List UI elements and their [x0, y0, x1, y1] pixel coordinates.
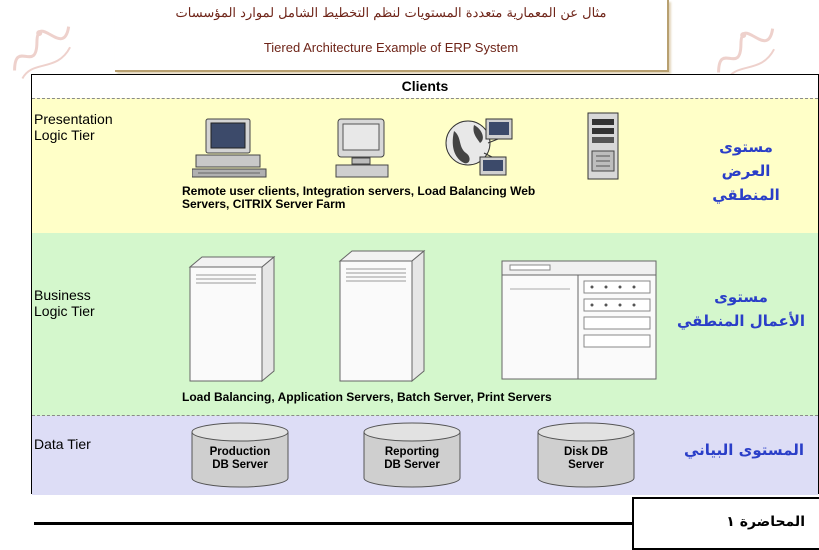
architecture-diagram: Clients Presentation Logic Tier [31, 74, 819, 495]
disk-db-label: Disk DB Server [536, 446, 636, 472]
database-cylinder-icon [191, 422, 289, 488]
data-tier: Data Tier Production DB Server Reporting… [32, 416, 818, 495]
business-tier-label: Business Logic Tier [34, 287, 95, 319]
production-db-label: Production DB Server [190, 446, 290, 472]
reporting-db-line2: DB Server [384, 459, 440, 471]
clients-header: Clients [32, 75, 818, 98]
disk-db-line2: Server [568, 459, 604, 471]
business-caption: Load Balancing, Application Servers, Bat… [182, 390, 552, 404]
business-tier-arabic-label: مستوى الأعمال المنطقي [676, 285, 806, 333]
application-server-icon [188, 255, 276, 383]
business-ar-line2: الأعمال المنطقي [676, 312, 806, 330]
data-tier-arabic-label: المستوى البياني [683, 441, 805, 459]
watermark-signature-icon [13, 26, 71, 80]
watermark-signature-left [0, 9, 95, 98]
presentation-tier-label: Presentation Logic Tier [34, 111, 113, 143]
business-ar-line1: مستوى [714, 288, 768, 306]
title-english: Tiered Architecture Example of ERP Syste… [263, 40, 519, 55]
globe-network-icon [445, 118, 513, 176]
lecture-label: المحاضرة ١ [726, 514, 805, 530]
presentation-ar-line2: العرض المنطقي [712, 162, 780, 204]
business-label-line1: Business [34, 287, 91, 303]
application-server-icon [338, 249, 426, 383]
monitor-icon [335, 118, 389, 178]
production-db-line1: Production [209, 446, 271, 458]
server-rack-icon [501, 260, 657, 380]
presentation-ar-line1: مستوى [719, 138, 773, 156]
reporting-db-server: Reporting DB Server [362, 422, 462, 488]
server-tower-icon [587, 112, 619, 180]
title-banner: مثال عن المعمارية متعددة المستويات لنظم … [115, 0, 669, 72]
title-arabic: مثال عن المعمارية متعددة المستويات لنظم … [175, 6, 607, 21]
presentation-caption: Remote user clients, Integration servers… [182, 185, 742, 211]
data-tier-label: Data Tier [34, 436, 91, 452]
disk-db-server: Disk DB Server [536, 422, 636, 488]
desktop-computer-icon [192, 118, 267, 178]
business-tier: Business Logic Tier [32, 233, 818, 416]
clients-label: Clients [401, 78, 449, 94]
database-cylinder-icon [363, 422, 461, 488]
presentation-caption-line2: Servers, CITRIX Server Farm [182, 197, 346, 211]
reporting-db-line1: Reporting [384, 446, 440, 458]
lecture-label-box: المحاضرة ١ [632, 497, 819, 550]
disk-db-line1: Disk DB [563, 446, 609, 458]
reporting-db-label: Reporting DB Server [362, 446, 462, 472]
footer-divider-line [34, 522, 632, 525]
presentation-caption-line1: Remote user clients, Integration servers… [182, 184, 536, 198]
presentation-tier-arabic-label: مستوى العرض المنطقي [686, 135, 806, 207]
business-label-line2: Logic Tier [34, 303, 95, 319]
production-db-server: Production DB Server [190, 422, 290, 488]
presentation-tier: Presentation Logic Tier [32, 98, 818, 234]
presentation-label-line2: Logic Tier [34, 127, 95, 143]
presentation-label-line1: Presentation [34, 111, 113, 127]
production-db-line2: DB Server [212, 459, 268, 471]
database-cylinder-icon [537, 422, 635, 488]
